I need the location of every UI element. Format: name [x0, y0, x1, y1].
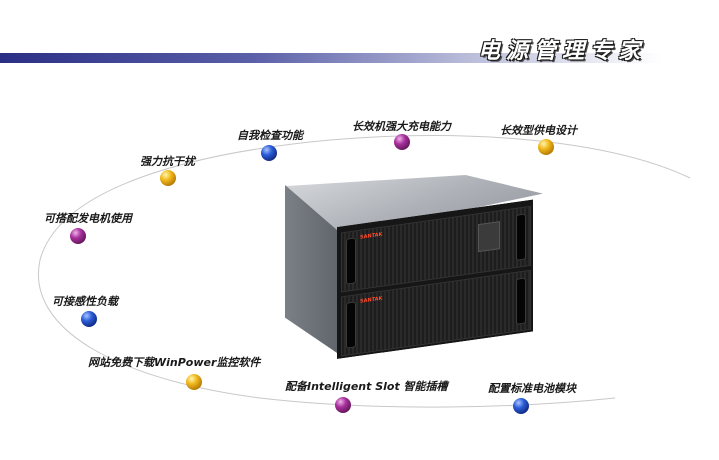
feature-generator-label: 可搭配发电机使用 — [44, 212, 132, 225]
gold-orb-icon — [186, 374, 202, 390]
feature-charging-label: 长效机强大充电能力 — [352, 120, 451, 133]
feature-anti-interference-label: 强力抗干扰 — [140, 155, 195, 168]
feature-self-check-label: 自我检查功能 — [237, 129, 303, 142]
feature-inductive-load-label: 可接感性负载 — [52, 295, 118, 308]
header-gradient-bar — [0, 53, 719, 63]
blue-orb-icon — [261, 145, 277, 161]
page-title: 电源管理专家 — [478, 39, 647, 64]
ups-brand-badge: SANTAK — [360, 295, 383, 305]
purple-orb-icon — [335, 397, 351, 413]
purple-orb-icon — [70, 228, 86, 244]
feature-battery-module-label: 配置标准电池模块 — [488, 382, 576, 395]
ups-handle-left — [346, 237, 356, 284]
ups-handle-right — [516, 277, 526, 324]
ups-brand-badge: SANTAK — [360, 231, 383, 241]
blue-orb-icon — [513, 398, 529, 414]
purple-orb-icon — [394, 134, 410, 150]
feature-long-power-label: 长效型供电设计 — [500, 124, 577, 137]
feature-winpower-label: 网站免费下载WinPower监控软件 — [88, 356, 261, 369]
ups-handle-right — [516, 213, 526, 260]
gold-orb-icon — [160, 170, 176, 186]
ups-front-panel: SANTAK SANTAK — [337, 199, 533, 359]
ups-handle-left — [346, 301, 356, 348]
feature-intelligent-slot-label: 配备Intelligent Slot 智能插槽 — [285, 380, 448, 393]
ups-status-panel — [478, 221, 500, 252]
blue-orb-icon — [81, 311, 97, 327]
gold-orb-icon — [538, 139, 554, 155]
ups-cabinet-image: SANTAK SANTAK — [285, 175, 545, 365]
